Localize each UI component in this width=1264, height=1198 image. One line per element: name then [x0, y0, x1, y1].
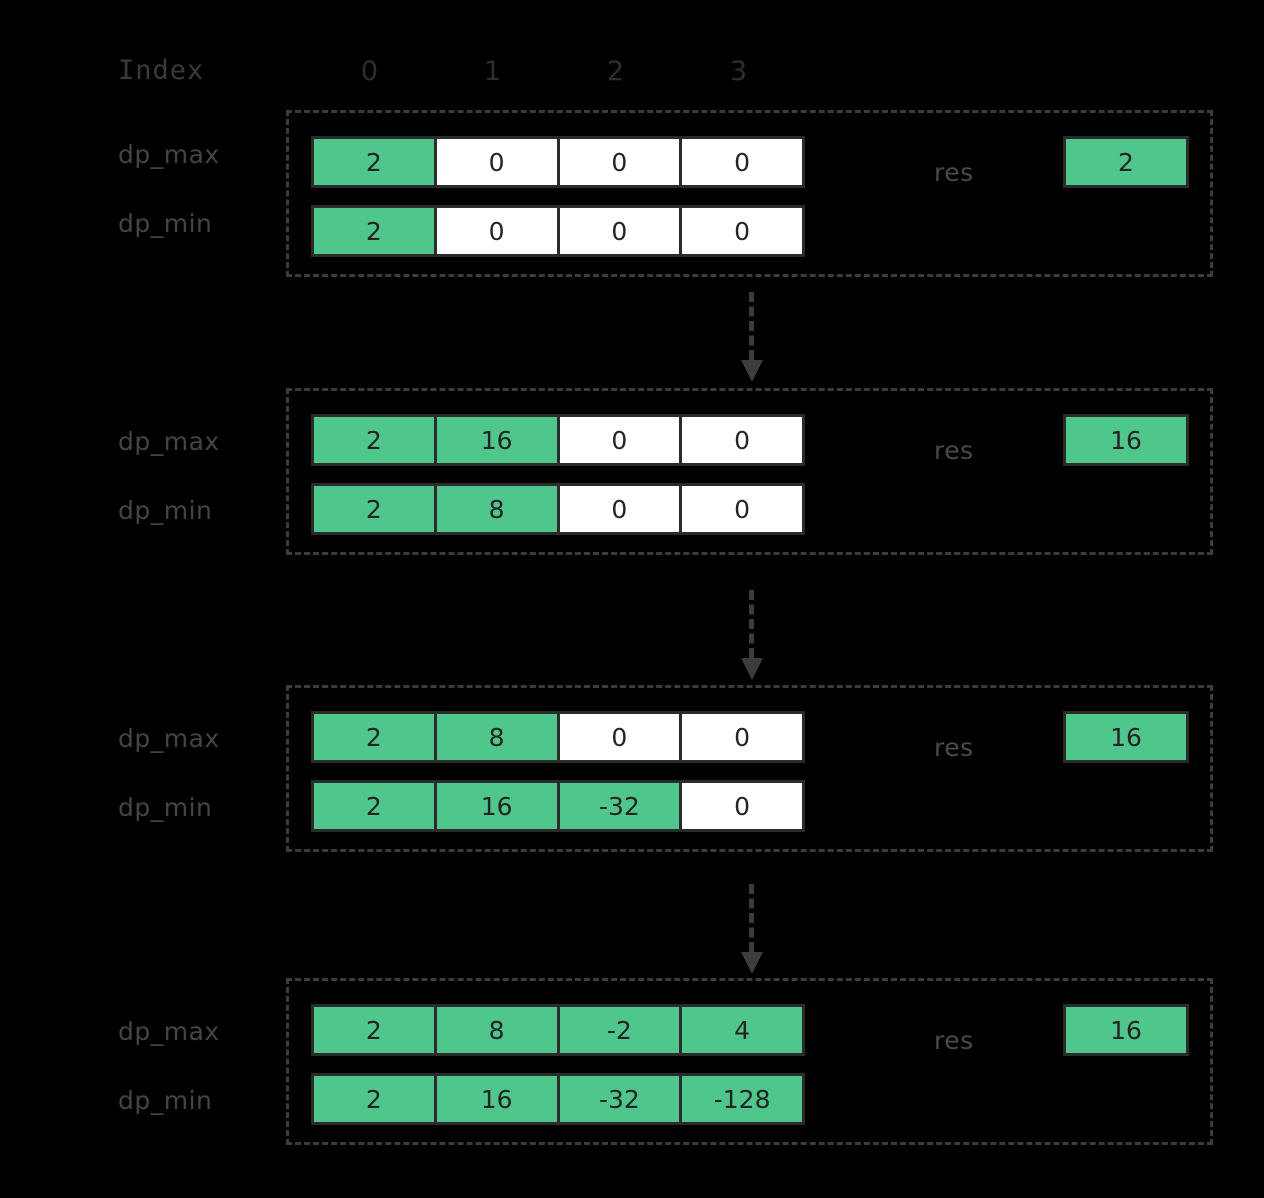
dp-min-cell-2-4: -32	[559, 1076, 683, 1122]
dp-min-array-3: 2 16 -32 0	[311, 780, 805, 832]
res-label-1: res	[934, 158, 974, 187]
dp-max-cell-1-2: 16	[436, 417, 560, 463]
step-block-3: 2 8 0 0 2 16 -32 0 res 16	[286, 685, 1213, 852]
res-value-1: 2	[1063, 136, 1189, 188]
step-block-4: 2 8 -2 4 2 16 -32 -128 res 16	[286, 978, 1213, 1145]
dp-max-cell-1-3: 8	[436, 714, 560, 760]
dp-min-cell-3-3: 0	[682, 783, 802, 829]
dp-max-cell-0-4: 2	[314, 1007, 437, 1053]
dp-min-label-1: dp_min	[118, 209, 213, 238]
index-column-headers: 0 1 2 3	[308, 55, 800, 95]
dp-min-cell-1-4: 16	[436, 1076, 560, 1122]
flow-arrow-1-to-2	[741, 292, 763, 382]
flow-arrow-2-to-3	[741, 590, 763, 680]
arrow-shaft	[749, 884, 754, 952]
step-block-2: 2 16 0 0 2 8 0 0 res 16	[286, 388, 1213, 555]
res-label-3: res	[934, 733, 974, 762]
dp-max-label-4: dp_max	[118, 1017, 220, 1046]
dp-min-array-1: 2 0 0 0	[311, 205, 805, 257]
dp-min-label-3: dp_min	[118, 793, 213, 822]
dp-max-cell-1-4: 8	[436, 1007, 560, 1053]
dp-min-cell-0-2: 2	[314, 486, 437, 532]
dp-max-cell-0-1: 2	[314, 139, 437, 185]
dp-max-cell-2-4: -2	[559, 1007, 683, 1053]
dp-min-cell-1-3: 16	[436, 783, 560, 829]
arrow-head-icon	[741, 952, 763, 974]
dp-min-label-2: dp_min	[118, 496, 213, 525]
dp-max-cell-2-3: 0	[559, 714, 683, 760]
dp-max-array-3: 2 8 0 0	[311, 711, 805, 763]
arrow-shaft	[749, 590, 754, 658]
dp-max-cell-3-2: 0	[682, 417, 802, 463]
dp-max-array-2: 2 16 0 0	[311, 414, 805, 466]
index-column-0: 0	[360, 56, 379, 87]
dp-min-cell-1-2: 8	[436, 486, 560, 532]
dp-max-label-2: dp_max	[118, 427, 220, 456]
res-label-2: res	[934, 436, 974, 465]
dp-min-cell-2-2: 0	[559, 486, 683, 532]
dp-min-cell-2-3: -32	[559, 783, 683, 829]
dp-min-cell-3-2: 0	[682, 486, 802, 532]
dp-min-cell-0-3: 2	[314, 783, 437, 829]
dp-max-array-1: 2 0 0 0	[311, 136, 805, 188]
res-value-4: 16	[1063, 1004, 1189, 1056]
dp-min-cell-2-1: 0	[559, 208, 683, 254]
dp-max-cell-3-3: 0	[682, 714, 802, 760]
flow-arrow-3-to-4	[741, 884, 763, 974]
dp-max-cell-2-2: 0	[559, 417, 683, 463]
dp-min-array-4: 2 16 -32 -128	[311, 1073, 805, 1125]
dp-max-cell-1-1: 0	[436, 139, 560, 185]
dp-max-cell-0-3: 2	[314, 714, 437, 760]
index-column-2: 2	[606, 56, 625, 87]
dp-min-cell-3-1: 0	[682, 208, 802, 254]
dp-max-array-4: 2 8 -2 4	[311, 1004, 805, 1056]
index-column-3: 3	[729, 56, 748, 87]
res-value-2: 16	[1063, 414, 1189, 466]
dp-min-label-4: dp_min	[118, 1086, 213, 1115]
res-label-4: res	[934, 1026, 974, 1055]
dp-min-cell-0-1: 2	[314, 208, 437, 254]
res-value-3: 16	[1063, 711, 1189, 763]
dp-min-cell-1-1: 0	[436, 208, 560, 254]
dp-max-label-3: dp_max	[118, 724, 220, 753]
index-column-1: 1	[483, 56, 502, 87]
dp-max-cell-0-2: 2	[314, 417, 437, 463]
dp-max-cell-2-1: 0	[559, 139, 683, 185]
arrow-head-icon	[741, 360, 763, 382]
arrow-head-icon	[741, 658, 763, 680]
dp-max-cell-3-1: 0	[682, 139, 802, 185]
dp-min-cell-0-4: 2	[314, 1076, 437, 1122]
dp-max-cell-3-4: 4	[682, 1007, 802, 1053]
dp-min-cell-3-4: -128	[682, 1076, 802, 1122]
dp-max-label-1: dp_max	[118, 140, 220, 169]
index-row-label: Index	[118, 55, 205, 86]
dp-min-array-2: 2 8 0 0	[311, 483, 805, 535]
arrow-shaft	[749, 292, 754, 360]
step-block-1: 2 0 0 0 2 0 0 0 res 2	[286, 110, 1213, 277]
